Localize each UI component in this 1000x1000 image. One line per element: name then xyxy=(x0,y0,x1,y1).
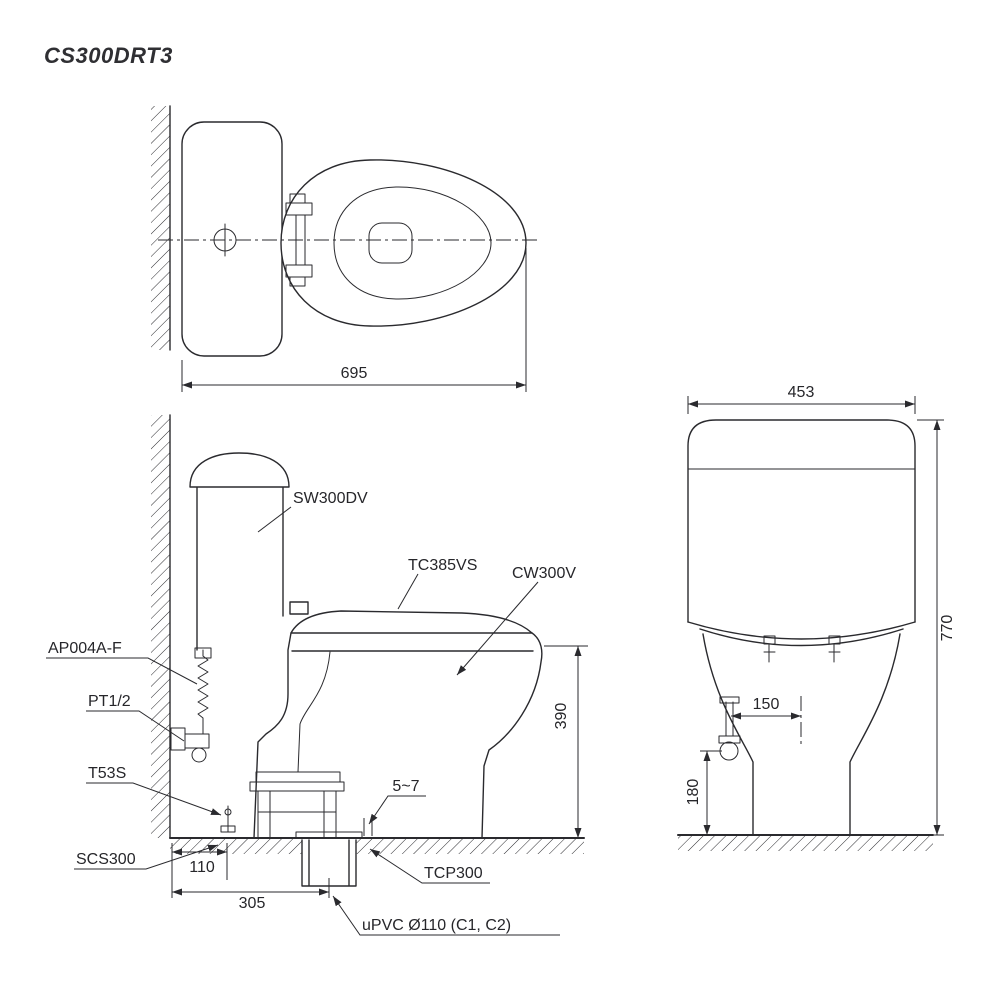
dim-150-value: 150 xyxy=(753,696,780,713)
supply-valve-front xyxy=(718,696,741,744)
dim-gap-value: 5~7 xyxy=(392,778,419,795)
valve-label: PT1/2 xyxy=(88,693,131,710)
valve-handle xyxy=(191,747,207,763)
dim-180-value: 180 xyxy=(685,779,702,806)
bolt-label: T53S xyxy=(88,765,126,782)
dim-695-value: 695 xyxy=(341,365,368,382)
leader-flange xyxy=(369,848,490,884)
front-elevation: 453 770 150 180 xyxy=(677,384,956,851)
supply-label: AP004A-F xyxy=(48,640,122,657)
outlet-connector xyxy=(249,771,363,839)
floor-bolt-head xyxy=(224,808,232,816)
floor-hatch-right xyxy=(356,839,584,854)
drawing-title: CS300DRT3 xyxy=(44,43,173,68)
dim-110-value: 110 xyxy=(189,859,215,876)
seat-hinges-plan xyxy=(285,193,313,287)
plan-view: 695 xyxy=(151,105,538,392)
bowl-side-outline xyxy=(253,632,543,839)
leader-seat xyxy=(397,573,419,610)
water-surface-outline xyxy=(368,222,413,264)
seat-hinge-bolts xyxy=(763,635,841,663)
side-elevation: SW300DV TC385VS CW300V AP004A-F PT1/2 T5… xyxy=(46,414,588,936)
dim-305-value: 305 xyxy=(239,895,266,912)
flange-label: TCP300 xyxy=(424,865,483,882)
bowl-label: CW300V xyxy=(512,565,576,582)
floor-hatch xyxy=(678,836,933,851)
seat-side-outline xyxy=(289,601,533,634)
valve-handle-front xyxy=(719,741,739,761)
bowl-rim-arcs xyxy=(687,621,916,647)
tank-label: SW300DV xyxy=(293,490,368,507)
leader-tank xyxy=(257,506,292,533)
seat-label: TC385VS xyxy=(408,557,477,574)
tank-plan-outline xyxy=(181,121,283,357)
leader-bolt xyxy=(86,782,222,816)
dim-gap-ticks xyxy=(363,818,373,836)
leader-bowl xyxy=(456,581,539,676)
dim-gap-leader xyxy=(368,795,426,825)
trapway-line xyxy=(297,651,331,773)
tank-side-outline xyxy=(189,452,290,651)
bowl-front-outline xyxy=(702,633,901,836)
connector-label: SCS300 xyxy=(76,851,136,868)
wall-hatch xyxy=(151,415,170,838)
floor-bolt xyxy=(220,805,236,833)
leader-supply xyxy=(46,657,198,685)
supply-valve-side xyxy=(170,647,212,751)
tank-front-outline xyxy=(687,419,916,623)
dim-770-value: 770 xyxy=(939,615,956,642)
leader-valve xyxy=(86,710,185,742)
leader-pipe xyxy=(332,895,560,936)
floor-pipe xyxy=(301,839,357,887)
dim-453-value: 453 xyxy=(788,384,815,401)
wall-hatch xyxy=(151,106,170,350)
dim-390-value: 390 xyxy=(553,703,570,730)
supply-hose xyxy=(197,649,209,735)
pipe-label: uPVC Ø110 (C1, C2) xyxy=(362,917,511,934)
